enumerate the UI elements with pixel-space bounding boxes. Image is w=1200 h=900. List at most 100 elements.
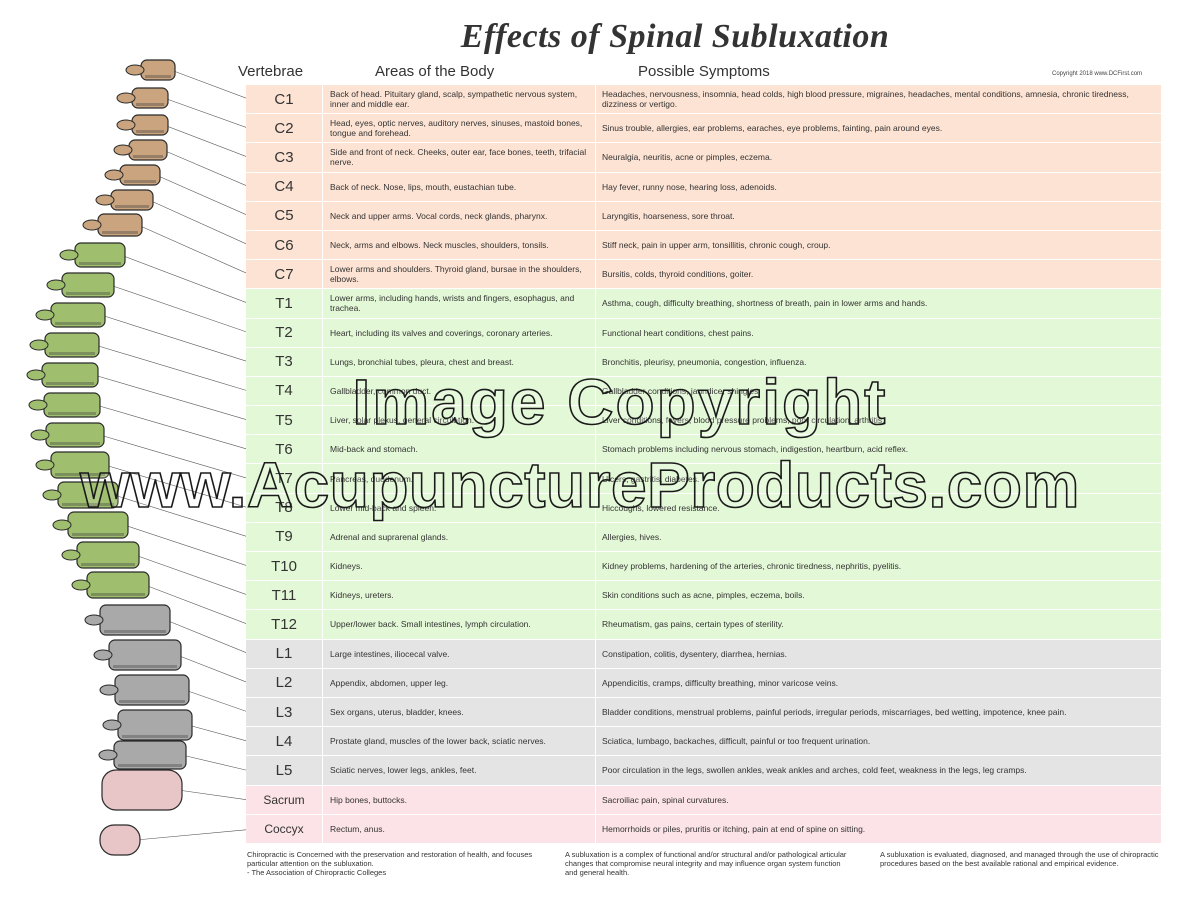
leader-line — [162, 149, 250, 188]
vertebra-label: L2 — [246, 668, 323, 697]
symptoms-cell: Liver conditions, fevers, blood pressure… — [602, 415, 885, 426]
body-area-cell: Prostate gland, muscles of the lower bac… — [326, 727, 596, 756]
leader-line — [155, 174, 250, 217]
body-area-cell: Side and front of neck. Cheeks, outer ea… — [326, 143, 596, 172]
vertebra-label: T6 — [246, 435, 323, 464]
vertebra-bone — [46, 272, 115, 298]
symptoms-cell: Sinus trouble, allergies, ear problems, … — [602, 123, 943, 134]
spine-illustration — [26, 59, 250, 856]
leader-line — [163, 97, 250, 130]
vertebra-label: T11 — [246, 581, 323, 610]
body-area-cell: Neck, arms and elbows. Neck muscles, sho… — [326, 230, 596, 260]
symptoms-cell: Sciatica, lumbago, backaches, difficult,… — [602, 736, 871, 747]
leader-line — [144, 584, 250, 626]
symptoms-cell: Rheumatism, gas pains, certain types of … — [602, 619, 784, 630]
symptoms-cell: Appendicitis, cramps, difficulty breathi… — [602, 677, 839, 688]
vertebra-bone — [113, 139, 168, 161]
symptoms-cell: Stomach problems including nervous stoma… — [602, 444, 909, 455]
vertebra-label: T2 — [246, 318, 323, 347]
leader-line — [163, 124, 250, 159]
vertebra-bone — [61, 541, 140, 569]
copyright-note: Copyright 2018 www.DCFirst.com — [1052, 71, 1143, 77]
footer-note-chiropractic: Chiropractic is Concerned with the prese… — [247, 850, 533, 877]
leader-line — [177, 789, 250, 801]
vertebra-bone — [93, 639, 182, 671]
leader-line — [94, 344, 250, 392]
body-area-cell: Upper/lower back. Small intestines, lymp… — [326, 610, 596, 639]
vertebra-label: L4 — [246, 727, 323, 756]
vertebra-bone — [29, 332, 100, 358]
symptoms-cell: Kidney problems, hardening of the arteri… — [602, 561, 902, 572]
vertebra-label: C7 — [246, 260, 323, 289]
symptoms-cell: Ulcers, gastritis, diabetes. — [602, 473, 700, 484]
symptoms-cell: Poor circulation in the legs, swollen an… — [602, 765, 1027, 776]
leader-line — [95, 404, 250, 451]
vertebra-label: T12 — [246, 610, 323, 639]
symptoms-cell: Neuralgia, neuritis, acne or pimples, ec… — [602, 152, 773, 163]
leader-line — [93, 374, 250, 421]
leader-line — [120, 254, 250, 305]
vertebra-bone — [101, 769, 183, 811]
symptoms-cell: Bronchitis, pleurisy, pneumonia, congest… — [602, 356, 807, 367]
body-area-cell: Lower arms and shoulders. Thyroid gland,… — [326, 260, 596, 289]
leader-line — [148, 199, 250, 246]
symptoms-cell: Asthma, cough, difficulty breathing, sho… — [602, 298, 928, 309]
body-area-cell: Back of neck. Nose, lips, mouth, eustach… — [326, 172, 596, 201]
vertebra-label: T3 — [246, 347, 323, 376]
body-area-cell: Kidneys, ureters. — [326, 581, 596, 610]
vertebra-label: Coccyx — [246, 814, 323, 843]
leader-line — [165, 619, 250, 655]
body-area-cell: Heart, including its valves and covering… — [326, 318, 596, 347]
vertebra-bone — [95, 189, 154, 211]
body-area-cell: Kidneys. — [326, 552, 596, 581]
leader-line — [181, 754, 250, 772]
vertebra-bone — [116, 87, 169, 109]
vertebra-label: T5 — [246, 406, 323, 435]
vertebra-label: T4 — [246, 376, 323, 406]
body-area-cell: Pancreas, duodenum. — [326, 464, 596, 493]
vertebra-label: T9 — [246, 522, 323, 551]
vertebra-label: L3 — [246, 697, 323, 727]
vertebra-bone — [59, 242, 126, 268]
symptoms-cell: Laryngitis, hoarseness, sore throat. — [602, 210, 735, 221]
footer-note-subluxation-definition: A subluxation is a complex of functional… — [565, 850, 847, 877]
leader-line — [135, 829, 250, 841]
symptoms-cell: Skin conditions such as acne, pimples, e… — [602, 590, 805, 601]
symptoms-cell: Hiccoughs, lowered resistance. — [602, 502, 720, 513]
symptoms-cell: Bladder conditions, menstrual problems, … — [602, 707, 1067, 718]
body-area-cell: Adrenal and suprarenal glands. — [326, 522, 596, 551]
body-area-cell: Back of head. Pituitary gland, scalp, sy… — [326, 85, 596, 114]
body-area-cell: Hip bones, buttocks. — [326, 785, 596, 814]
vertebra-bone — [104, 164, 161, 186]
vertebra-bone — [35, 302, 106, 328]
vertebra-bone — [82, 213, 143, 237]
vertebra-label: L5 — [246, 756, 323, 785]
leader-line — [170, 69, 250, 100]
leader-line — [137, 224, 250, 276]
vertebra-label: Sacrum — [246, 785, 323, 814]
vertebra-bone — [30, 422, 105, 448]
body-area-cell: Appendix, abdomen, upper leg. — [326, 668, 596, 697]
symptoms-cell: Constipation, colitis, dysentery, diarrh… — [602, 648, 788, 659]
body-area-cell: Lungs, bronchial tubes, pleura, chest an… — [326, 347, 596, 376]
leader-line — [187, 724, 250, 743]
body-area-cell: Rectum, anus. — [326, 814, 596, 843]
vertebra-bone — [28, 392, 101, 418]
symptoms-cell: Headaches, nervousness, insomnia, head c… — [602, 89, 1129, 110]
symptoms-cell: Functional heart conditions, chest pains… — [602, 327, 754, 338]
